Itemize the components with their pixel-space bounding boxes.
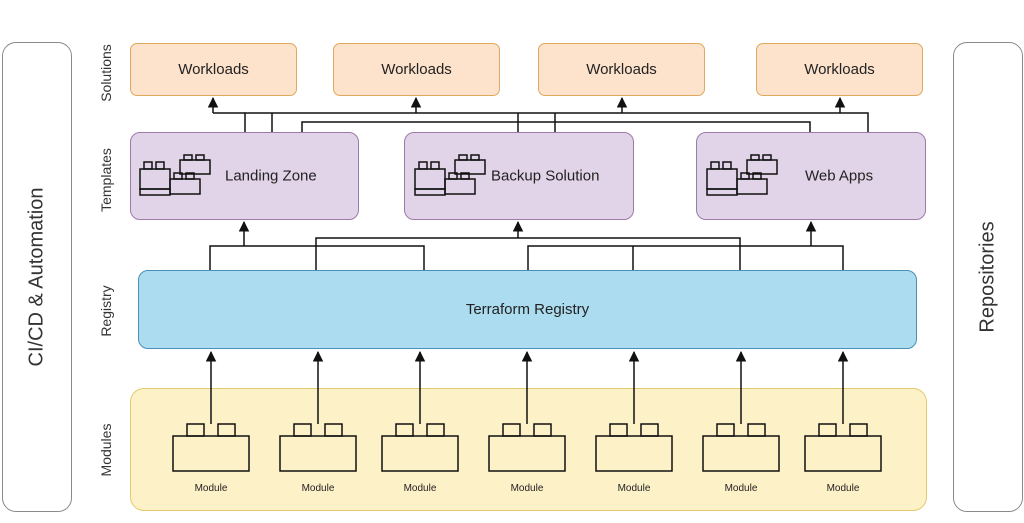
solution-workloads-2[interactable]: Workloads xyxy=(333,43,500,96)
module-icon-2 xyxy=(279,423,357,472)
module-icon-1 xyxy=(172,423,250,472)
template-landing-zone[interactable]: Landing Zone xyxy=(130,132,359,220)
module-label-2: Module xyxy=(301,483,335,494)
module-label-6: Module xyxy=(724,483,758,494)
template-landing-zone-label: Landing Zone xyxy=(225,167,317,185)
repositories-panel: Repositories xyxy=(953,42,1023,512)
web-apps-icon xyxy=(706,154,778,196)
modules-container xyxy=(130,388,927,511)
template-backup-solution-label: Backup Solution xyxy=(491,167,600,185)
landing-zone-icon xyxy=(139,154,211,196)
cicd-automation-panel: CI/CD & Automation xyxy=(2,42,72,512)
module-label-7: Module xyxy=(826,483,860,494)
template-backup-solution[interactable]: Backup Solution xyxy=(404,132,634,220)
module-icon-4 xyxy=(488,423,566,472)
solution-workloads-4[interactable]: Workloads xyxy=(756,43,923,96)
solution-workloads-3[interactable]: Workloads xyxy=(538,43,705,96)
module-icon-5 xyxy=(595,423,673,472)
module-icon-6 xyxy=(702,423,780,472)
registry-to-template-connectors xyxy=(209,220,844,270)
solution-workloads-1[interactable]: Workloads xyxy=(130,43,297,96)
module-label-5: Module xyxy=(617,483,651,494)
module-icon-3 xyxy=(381,423,459,472)
module-to-registry-arrows xyxy=(205,350,849,424)
module-icon-7 xyxy=(804,423,882,472)
module-label-1: Module xyxy=(194,483,228,494)
terraform-registry[interactable]: Terraform Registry xyxy=(138,270,917,349)
module-label-4: Module xyxy=(510,483,544,494)
template-web-apps[interactable]: Web Apps xyxy=(696,132,926,220)
template-to-solution-connectors xyxy=(207,96,869,132)
module-label-3: Module xyxy=(403,483,437,494)
backup-solution-icon xyxy=(414,154,486,196)
template-web-apps-label: Web Apps xyxy=(805,167,874,185)
